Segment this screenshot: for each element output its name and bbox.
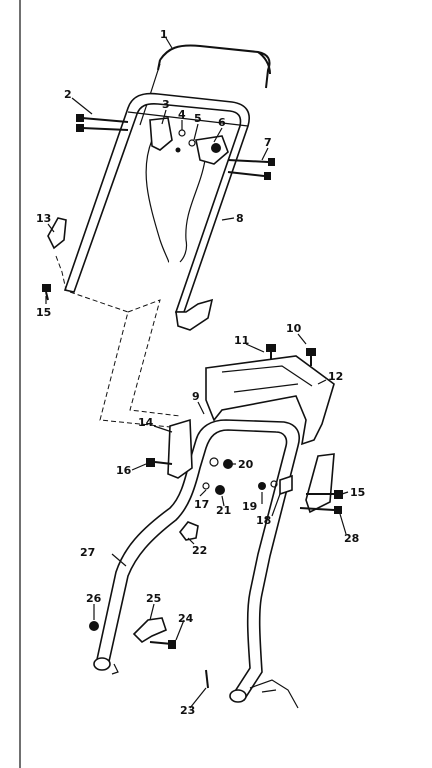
left-bracket-part <box>167 418 193 479</box>
handle-bracket-part <box>175 298 214 331</box>
bolt-part <box>42 284 51 301</box>
callout-18: 18 <box>256 514 271 527</box>
screw-part <box>266 344 276 360</box>
callout-13: 13 <box>36 212 51 225</box>
callout-15-lower: 15 <box>350 486 365 499</box>
callout-17: 17 <box>194 498 209 511</box>
screw-part <box>306 348 316 366</box>
control-cable-left <box>145 139 170 263</box>
bolt-part <box>146 458 173 467</box>
callout-27: 27 <box>80 546 95 559</box>
assembly-line <box>127 299 181 417</box>
washer-part <box>178 129 186 137</box>
assembly-line <box>55 255 181 429</box>
nut-part <box>89 621 99 631</box>
washer-part <box>209 457 219 467</box>
callout-3: 3 <box>162 98 170 111</box>
leader-lines <box>45 37 349 709</box>
washer-part <box>270 480 278 488</box>
callout-5: 5 <box>194 112 202 125</box>
bolt-part <box>227 158 275 180</box>
switch-knob <box>211 143 221 153</box>
right-bracket-part <box>305 453 335 514</box>
callout-21: 21 <box>216 504 231 517</box>
bolt-part <box>306 490 343 499</box>
clip-part <box>178 521 199 541</box>
callout-6: 6 <box>218 116 226 129</box>
spacer-part <box>279 474 293 496</box>
control-bail-part <box>157 44 271 89</box>
nut-part <box>175 147 181 153</box>
pin-part <box>205 669 209 689</box>
callout-8: 8 <box>236 212 244 225</box>
callout-2: 2 <box>64 88 72 101</box>
callout-19: 19 <box>242 500 257 513</box>
bolt-part <box>299 506 342 514</box>
callout-15-upper: 15 <box>36 306 51 319</box>
callout-16: 16 <box>116 464 132 477</box>
callout-28: 28 <box>344 532 359 545</box>
lower-handle-part <box>93 419 300 703</box>
knob-part <box>132 617 167 644</box>
callout-20: 20 <box>238 458 254 471</box>
washer-part <box>202 482 210 490</box>
bolt-part <box>149 640 176 649</box>
nut-part <box>215 485 225 495</box>
callout-22: 22 <box>192 544 207 557</box>
bracket-part <box>149 117 173 151</box>
callout-4: 4 <box>178 108 186 121</box>
deck-fragment <box>249 679 299 709</box>
callout-1: 1 <box>160 28 168 41</box>
callout-23: 23 <box>180 704 195 717</box>
callout-24: 24 <box>178 612 194 625</box>
callout-25: 25 <box>146 592 161 605</box>
washer-part <box>188 139 196 147</box>
cotter-part <box>111 663 119 675</box>
callout-11: 11 <box>234 334 249 347</box>
callout-10: 10 <box>286 322 302 335</box>
callout-9: 9 <box>192 390 200 403</box>
knob-part <box>47 217 67 250</box>
control-cable-right <box>179 159 206 263</box>
bolt-part <box>76 114 129 132</box>
nut-part <box>223 459 233 469</box>
callout-7: 7 <box>264 136 272 149</box>
callout-14: 14 <box>138 416 154 429</box>
nut-part <box>258 482 266 490</box>
callout-12: 12 <box>328 370 343 383</box>
callout-26: 26 <box>86 592 102 605</box>
bag-frame-part <box>205 355 335 446</box>
